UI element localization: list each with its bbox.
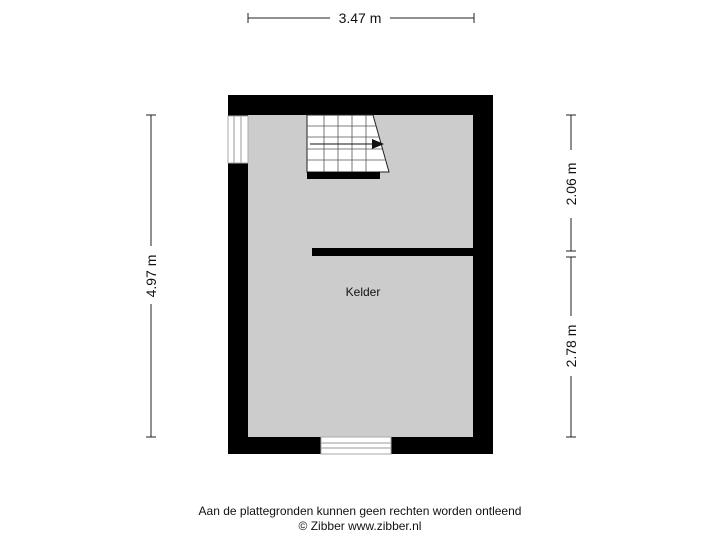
dimension-width-label: 3.47 m <box>339 10 382 26</box>
room-label: Kelder <box>346 285 381 299</box>
dimension-height-label: 4.97 m <box>143 255 159 298</box>
copyright-text: © Zibber www.zibber.nl <box>298 519 422 533</box>
dimension-height-upper: 2.06 m <box>563 114 579 252</box>
window-bottom <box>320 436 392 455</box>
disclaimer-text: Aan de plattegronden kunnen geen rechten… <box>198 504 522 518</box>
dimension-height-lower: 2.78 m <box>563 256 579 438</box>
window-left <box>227 115 249 164</box>
dimension-width-total: 3.47 m <box>247 10 475 26</box>
dimension-upper-label: 2.06 m <box>563 163 579 206</box>
dimension-height-total: 4.97 m <box>143 114 159 438</box>
dimension-lower-label: 2.78 m <box>563 325 579 368</box>
stair-direction-arrow-icon <box>372 139 384 149</box>
partition-wall <box>312 248 473 256</box>
staircase <box>306 114 390 179</box>
